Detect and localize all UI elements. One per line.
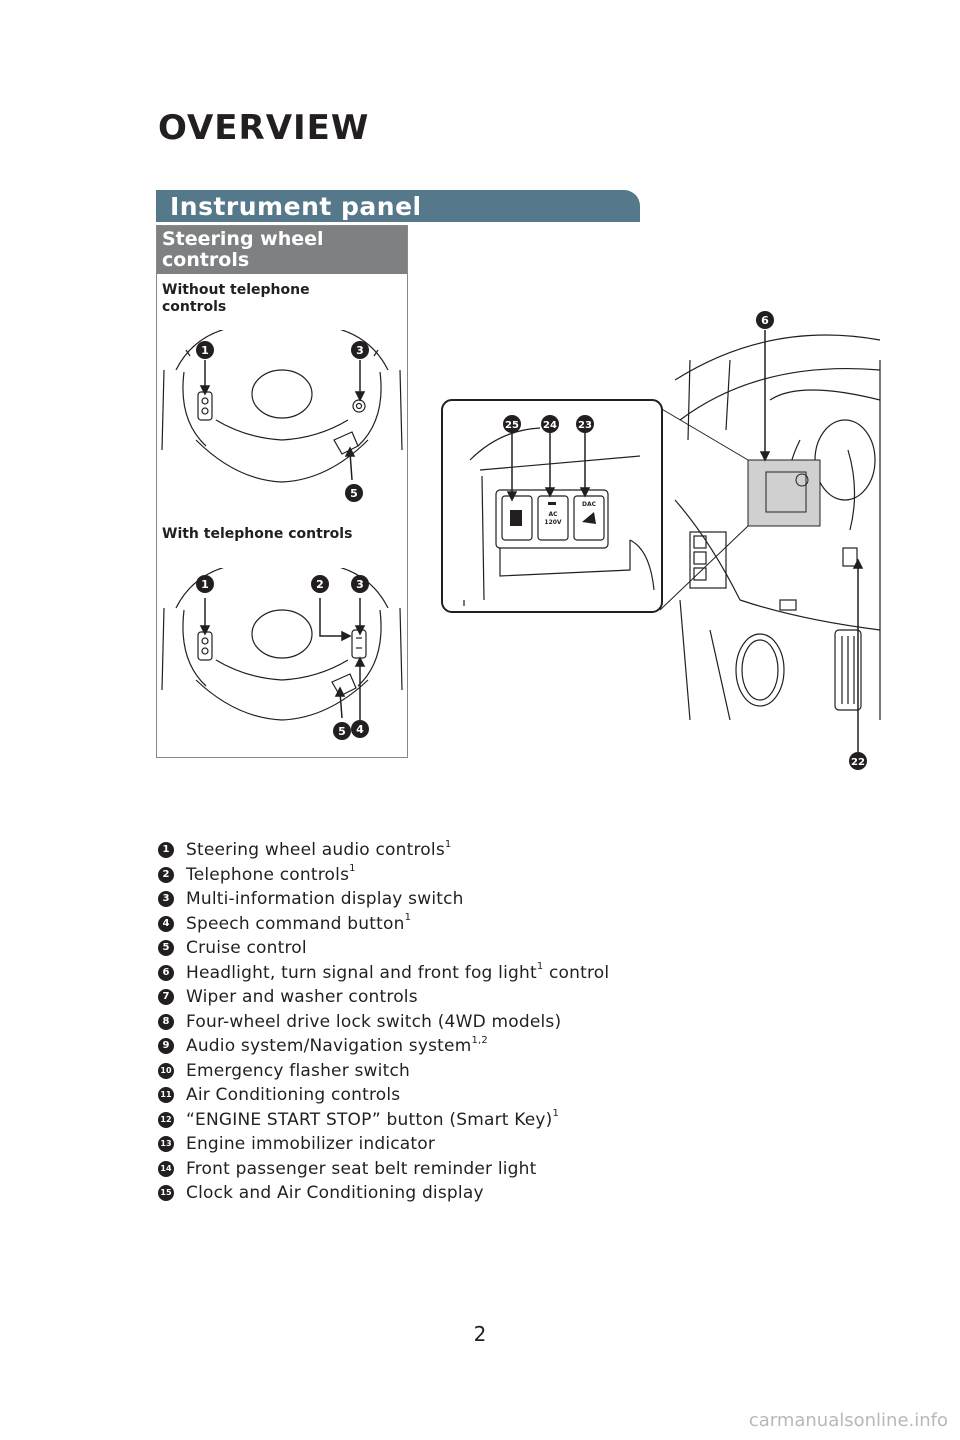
legend-item: 3 Multi-information display switch (158, 887, 658, 912)
page-title: OVERVIEW (158, 108, 370, 148)
legend-item: 11 Air Conditioning controls (158, 1083, 658, 1108)
footnote-marker: 1 (444, 838, 452, 850)
section-banner: Instrument panel (156, 190, 640, 222)
dash-callouts: 6 22 (756, 311, 867, 770)
legend-item: 12 “ENGINE START STOP” button (Smart Key)… (158, 1108, 658, 1133)
legend-number-badge: 15 (158, 1185, 174, 1202)
legend-number-badge: 7 (158, 989, 174, 1006)
callout-3-top: 3 (356, 344, 364, 357)
callout-4-bottom: 4 (356, 723, 364, 736)
inset-dac-label: DAC (582, 501, 597, 508)
top-wheel-callouts: 1 3 5 (196, 341, 369, 502)
legend-text: Front passenger seat belt reminder light (186, 1158, 537, 1179)
footnote-marker: 1 (536, 961, 544, 973)
legend-item: 7 Wiper and washer controls (158, 985, 658, 1010)
legend-text: “ENGINE START STOP” button (Smart Key)1 (186, 1108, 560, 1130)
footnote-marker: 1,2 (471, 1034, 488, 1046)
callout-1-bottom: 1 (201, 578, 209, 591)
callout-24: 24 (543, 420, 557, 431)
legend-item: 14 Front passenger seat belt reminder lig… (158, 1157, 658, 1182)
legend-text: Engine immobilizer indicator (186, 1134, 436, 1155)
steering-wheel-panel: Steering wheel controls (156, 225, 408, 758)
legend-text: Audio system/Navigation system1,2 (186, 1034, 488, 1057)
legend-item: 15 Clock and Air Conditioning display (158, 1181, 658, 1206)
legend-item: 8 Four-wheel drive lock switch (4WD model… (158, 1010, 658, 1035)
footnote-marker: 1 (552, 1108, 560, 1120)
legend-text: Steering wheel audio controls1 (186, 838, 452, 861)
watermark: carmanualsonline.info (748, 1410, 948, 1431)
legend-number-badge: 1 (158, 842, 174, 859)
legend-number-badge: 9 (158, 1038, 174, 1055)
bottom-wheel-callouts: 1 2 3 5 4 (196, 575, 369, 740)
legend-number-badge: 11 (158, 1087, 174, 1104)
footnote-marker: 1 (404, 912, 412, 924)
callout-3-bottom: 3 (356, 578, 364, 591)
legend-item: 9 Audio system/Navigation system1,2 (158, 1034, 658, 1059)
legend-number-badge: 8 (158, 1013, 174, 1030)
legend-number-badge: 3 (158, 891, 174, 908)
dashboard-illustration: AC 120V DAC 25 24 23 6 22 (441, 311, 881, 770)
callout-5-top: 5 (350, 487, 358, 500)
legend-text: Cruise control (186, 938, 307, 959)
legend-number-badge: 2 (158, 866, 174, 883)
callout-5-bottom: 5 (338, 725, 346, 738)
legend-number-badge: 12 (158, 1111, 174, 1128)
steering-wheel-illustration-top: 1 3 5 (161, 330, 403, 502)
with-telephone-label: With telephone controls (162, 526, 353, 542)
callout-23: 23 (578, 420, 592, 431)
callout-25: 25 (505, 420, 519, 431)
footnote-marker: 1 (349, 863, 356, 875)
inset-volt-label: 120V (544, 519, 562, 526)
legend-item: 10 Emergency flasher switch (158, 1059, 658, 1084)
callout-6: 6 (761, 314, 769, 327)
legend-text: Four-wheel drive lock switch (4WD models… (186, 1011, 562, 1032)
legend-text: Multi-information display switch (186, 889, 464, 910)
page-number: 2 (473, 1322, 487, 1346)
legend-text: Clock and Air Conditioning display (186, 1183, 484, 1204)
legend-number-badge: 13 (158, 1136, 174, 1153)
legend-number-badge: 14 (158, 1160, 174, 1177)
legend-item: 13 Engine immobilizer indicator (158, 1132, 658, 1157)
legend-number-badge: 10 (158, 1062, 174, 1079)
legend-item: 4 Speech command button1 (158, 912, 658, 937)
inset-ac-label: AC (548, 511, 558, 518)
steering-panel-header: Steering wheel controls (157, 226, 407, 274)
steering-wheel-illustration-bottom: 1 2 3 5 4 (161, 568, 403, 740)
legend-item: 5 Cruise control (158, 936, 658, 961)
legend-text: Emergency flasher switch (186, 1060, 410, 1081)
callout-2-bottom: 2 (316, 578, 324, 591)
callout-1-top: 1 (201, 344, 209, 357)
inset-callouts: 25 24 23 (503, 415, 594, 433)
legend-item: 2 Telephone controls1 (158, 863, 658, 888)
without-telephone-label: Without telephone controls (162, 282, 310, 315)
legend-text: Telephone controls1 (186, 863, 356, 885)
legend-text: Speech command button1 (186, 912, 412, 934)
callout-22: 22 (851, 757, 865, 768)
legend-number-badge: 6 (158, 964, 174, 981)
legend-number-badge: 4 (158, 915, 174, 932)
section-title: Instrument panel (170, 192, 422, 221)
legend-item: 6 Headlight, turn signal and front fog li… (158, 961, 658, 986)
steering-panel-title: Steering wheel controls (162, 228, 324, 271)
legend-text: Headlight, turn signal and front fog lig… (186, 961, 610, 983)
legend-number-badge: 5 (158, 940, 174, 957)
legend-text: Wiper and washer controls (186, 987, 418, 1008)
legend-text: Air Conditioning controls (186, 1085, 401, 1106)
